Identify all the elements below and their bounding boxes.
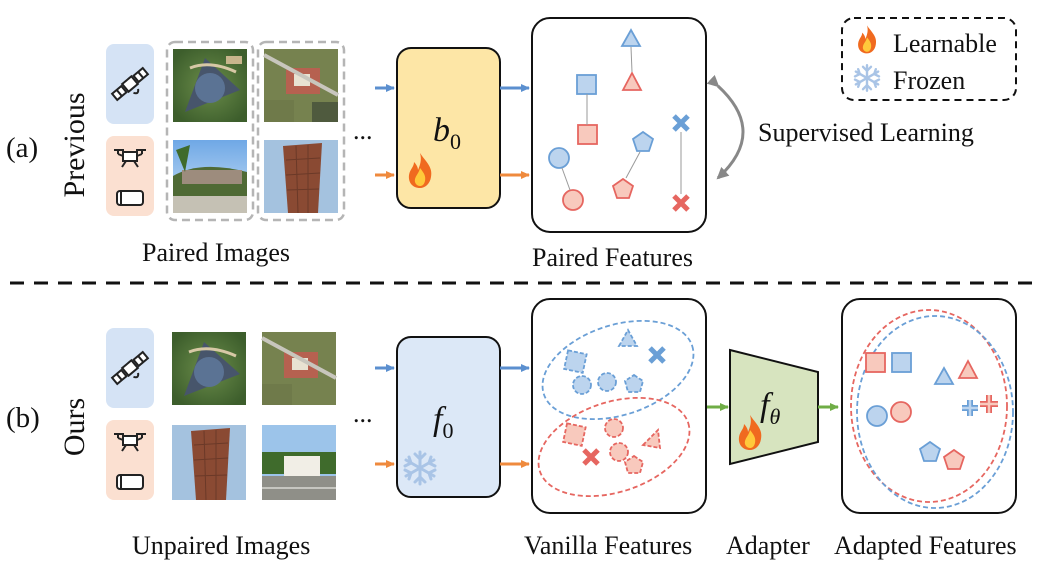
legend-box (841, 17, 1017, 101)
adapted-satellite-cluster (856, 315, 1014, 509)
aerial-image-1 (173, 49, 247, 122)
fire-icon (858, 25, 877, 54)
vanilla-ground-cluster (537, 396, 691, 498)
adapter-caption: Adapter (726, 531, 810, 560)
satellite-icon (110, 66, 150, 102)
paired-feature-markers (548, 28, 690, 212)
legend-frozen-label: Frozen (893, 66, 966, 95)
snowflake-icon (403, 450, 437, 486)
snowflake-icon (853, 64, 881, 92)
previous-label: Previous (58, 92, 91, 198)
fire-icon (738, 415, 762, 450)
drone-icon (114, 433, 146, 452)
supervised-learning-caption: Supervised Learning (758, 118, 974, 147)
ellipsis-bottom: ... (353, 399, 373, 428)
vanilla-satellite-cluster (541, 319, 695, 421)
legend-learnable-label: Learnable (893, 29, 997, 58)
unpaired-images-caption: Unpaired Images (132, 531, 311, 560)
ftheta-symbol: f (760, 387, 770, 424)
ftheta-subscript: θ (769, 403, 781, 429)
adapted-features-caption: Adapted Features (834, 531, 1017, 560)
vanilla-feature-markers (562, 328, 666, 474)
aerial-image-3 (172, 332, 246, 405)
encoder-f0-label: f0 (433, 403, 453, 442)
aerial-image-4 (261, 332, 337, 405)
vanilla-features-caption: Vanilla Features (524, 531, 693, 560)
paired-features-box (531, 17, 707, 233)
part-label-a: (a) (6, 132, 39, 164)
phone-icon (116, 474, 144, 490)
adapted-ground-cluster (850, 309, 1008, 503)
adapted-feature-markers (865, 352, 998, 470)
encoder-b0-label: b0 (433, 114, 461, 153)
paired-features-caption: Paired Features (532, 243, 694, 272)
paired-group-2 (256, 40, 346, 222)
fire-icon (408, 153, 432, 188)
paired-group-1 (165, 40, 255, 222)
b0-subscript: 0 (450, 128, 461, 154)
ground-image-2 (264, 140, 338, 214)
phone-icon (116, 190, 144, 206)
part-label-b: (b) (6, 402, 40, 434)
drone-icon (114, 149, 146, 168)
f0-symbol: f (433, 401, 443, 438)
paired-images-caption: Paired Images (142, 238, 291, 267)
supervised-learning-arrow (706, 74, 745, 180)
satellite-icon (110, 350, 150, 386)
adapter-ftheta-label: fθ (760, 389, 780, 428)
ours-label: Ours (58, 397, 91, 457)
ground-image-3 (172, 425, 246, 501)
ground-image-1 (173, 140, 247, 213)
f0-subscript: 0 (442, 417, 454, 443)
aerial-image-2 (263, 49, 339, 122)
ellipsis-top: ... (353, 116, 373, 145)
ground-image-4 (262, 425, 336, 500)
b0-symbol: b (433, 112, 450, 149)
